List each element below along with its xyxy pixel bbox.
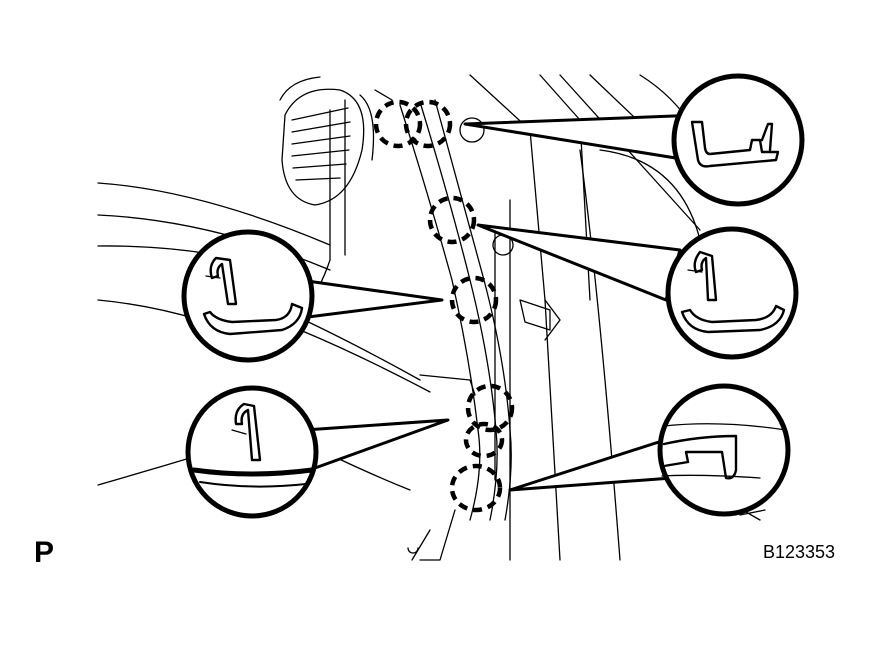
clip-marker-4: [449, 275, 499, 325]
clip-marker-5: [465, 383, 515, 433]
callout-top-right: [671, 73, 805, 207]
clip-location-markers: [373, 99, 515, 513]
air-vent-icon: [279, 76, 375, 206]
callout-mid-left: [181, 229, 315, 363]
callout-bottom-left: [185, 385, 319, 519]
clip-marker-6: [463, 421, 505, 459]
reference-code: B123353: [763, 542, 836, 562]
clip-icon: [209, 256, 238, 306]
clip-marker-3: [427, 195, 477, 245]
clip-icon: [693, 250, 718, 302]
clip-icon: [690, 120, 780, 168]
clip-icon: [662, 434, 738, 480]
clip-icon: [234, 402, 262, 462]
callout-mid-right: [665, 226, 799, 360]
clip-marker-2: [403, 99, 453, 149]
callout-leaders: [298, 113, 702, 492]
dashboard-side-lines: [329, 89, 393, 261]
clip-marker-7: [449, 463, 503, 513]
a-pillar-garnish: [399, 99, 512, 561]
view-label: P: [34, 536, 55, 569]
clip-marker-1: [373, 99, 423, 149]
callout-bottom-right: [657, 383, 791, 517]
